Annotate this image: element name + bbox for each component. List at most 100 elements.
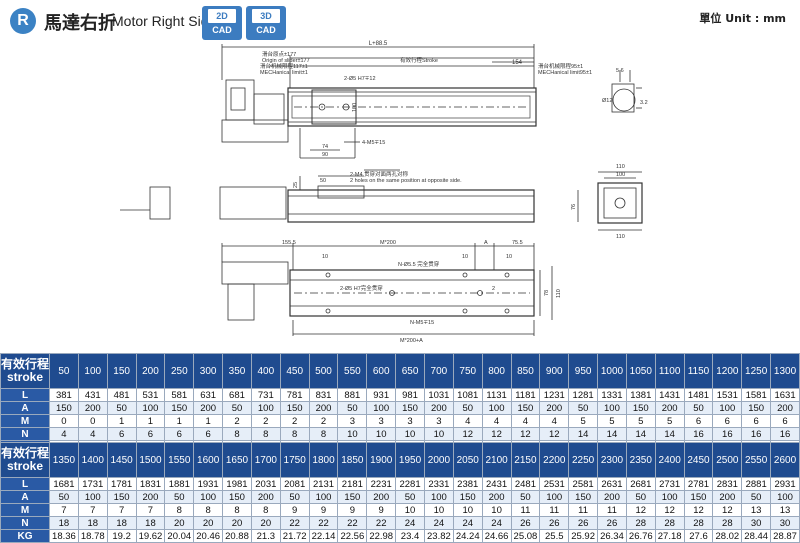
table-cell: 1981 — [222, 477, 252, 491]
table-cell: 2 — [222, 414, 252, 428]
table-cell: 9 — [366, 503, 397, 517]
table-cell: 200 — [366, 490, 397, 504]
table-cell: 100 — [539, 490, 570, 504]
section-badge: R — [10, 8, 36, 34]
table-cell: 28 — [712, 516, 743, 530]
table-cell: 1831 — [135, 477, 166, 491]
table-cell: 10 — [452, 503, 483, 517]
table-cell: 150 — [106, 490, 137, 504]
table-cell: 5 — [654, 414, 685, 428]
row-label: N — [0, 516, 50, 530]
stroke-column-header: 2200 — [539, 442, 570, 478]
dim-m5-top: 4-M5∓15 — [362, 140, 385, 146]
stroke-column-header: 1750 — [279, 442, 310, 478]
stroke-column-header: 200 — [135, 353, 166, 389]
table-cell: 7 — [77, 503, 108, 517]
table-cell: 22 — [337, 516, 368, 530]
note-m4-zh: 2-M4 贯穿对面两孔对称 — [350, 170, 409, 178]
table-cell: 4 — [510, 414, 541, 428]
table-cell: 2031 — [250, 477, 281, 491]
table-cell: 12 — [712, 503, 743, 517]
table-cell: 1881 — [164, 477, 195, 491]
table-cell: 16 — [683, 427, 714, 441]
table-cell: 100 — [193, 490, 224, 504]
dim-origin-en: Origin of slider±177 — [262, 58, 310, 64]
table-cell: 24.66 — [481, 529, 512, 543]
table-cell: 28 — [625, 516, 656, 530]
dim-A: A — [484, 240, 488, 246]
table-cell: 19.2 — [106, 529, 137, 543]
table-cell: 50 — [395, 490, 425, 504]
table-cell: 28 — [683, 516, 714, 530]
table-cell: 9 — [279, 503, 310, 517]
cad-3d-button[interactable]: 3D CAD — [246, 6, 286, 40]
table-cell: 28.02 — [712, 529, 743, 543]
table-cell: 20.04 — [164, 529, 195, 543]
row-label: A — [0, 490, 50, 504]
table-cell: 200 — [423, 401, 454, 415]
table-cell: 12 — [625, 503, 656, 517]
table-cell: 20.88 — [222, 529, 252, 543]
table-cell: 100 — [654, 490, 685, 504]
table-cell: 22 — [308, 516, 339, 530]
table-cell: 200 — [193, 401, 224, 415]
table-cell: 6 — [712, 414, 743, 428]
dim-key-width: 5.6 — [616, 68, 624, 74]
table-cell: 8 — [193, 503, 224, 517]
table-cell: 13 — [770, 503, 800, 517]
table-cell: 7 — [49, 503, 79, 517]
table-cell: 28.87 — [770, 529, 800, 543]
stroke-column-header: 50 — [49, 353, 79, 389]
cad-2d-button[interactable]: 2D CAD — [202, 6, 242, 40]
stroke-column-header: 800 — [481, 353, 512, 389]
title-chinese: 馬達右折 — [44, 13, 116, 34]
table-cell: 1381 — [625, 388, 656, 402]
table-cell: 100 — [135, 401, 166, 415]
stroke-column-header: 1500 — [135, 442, 166, 478]
table-cell: 1 — [193, 414, 224, 428]
table-cell: 50 — [510, 490, 541, 504]
dim-10a: 10 — [322, 254, 328, 260]
note-m4-en: 2 holes on the same position at opposite… — [350, 178, 462, 184]
stroke-column-header: 300 — [193, 353, 224, 389]
table-cell: 20 — [193, 516, 224, 530]
table-cell: 1581 — [741, 388, 772, 402]
table-cell: 4 — [481, 414, 512, 428]
dim-overall: L+88.5 — [369, 41, 388, 47]
dim-78: 78 — [544, 290, 550, 296]
table-cell: 200 — [654, 401, 685, 415]
table-cell: 4 — [539, 414, 570, 428]
stroke-column-header: 2400 — [654, 442, 685, 478]
table-cell: 100 — [423, 490, 454, 504]
dim-110: 110 — [556, 289, 562, 298]
table-cell: 2231 — [366, 477, 397, 491]
rail-body-top — [287, 87, 537, 127]
table-cell: 100 — [250, 401, 281, 415]
stroke-column-header: 1550 — [164, 442, 195, 478]
table-cell: 100 — [77, 490, 108, 504]
table-cell: 50 — [452, 401, 483, 415]
table-cell: 10 — [337, 427, 368, 441]
dim-90: 90 — [322, 152, 328, 158]
note-hole-bottom: 2-Ø5 H7完全贯穿 — [340, 284, 383, 292]
table-cell: 11 — [597, 503, 627, 517]
dim-2: 2 — [492, 286, 495, 292]
table-cell: 681 — [222, 388, 252, 402]
table-cell: 6 — [741, 414, 772, 428]
table-cell: 150 — [452, 490, 483, 504]
table-cell: 1531 — [712, 388, 743, 402]
table-cell: 731 — [250, 388, 281, 402]
table-cell: 2531 — [539, 477, 570, 491]
table-cell: 431 — [77, 388, 108, 402]
table-cell: 200 — [481, 490, 512, 504]
stroke-column-header: 1950 — [395, 442, 425, 478]
table-cell: 2631 — [597, 477, 627, 491]
table-cell: 7 — [106, 503, 137, 517]
table-cell: 4 — [77, 427, 108, 441]
row-label: L — [0, 477, 50, 491]
table-cell: 22.14 — [308, 529, 339, 543]
stroke-header-zh: 有效行程 — [1, 446, 50, 460]
table-cell: 22 — [366, 516, 397, 530]
table-cell: 26 — [568, 516, 599, 530]
